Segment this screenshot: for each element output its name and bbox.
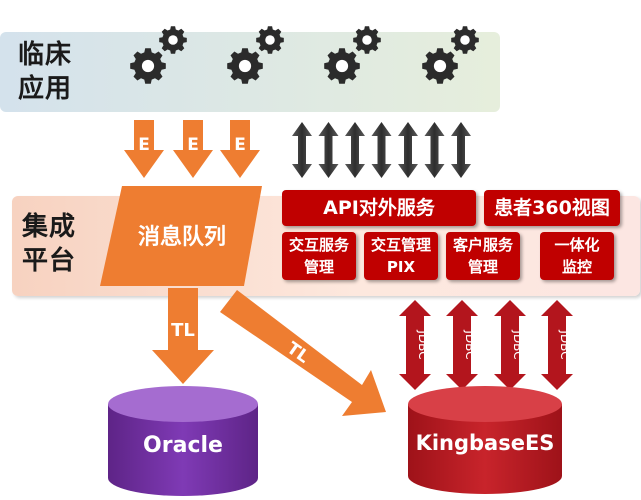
e-arrow-3: E <box>220 120 260 178</box>
message-queue: 消息队列 <box>100 186 262 286</box>
gear-icon <box>159 26 187 54</box>
jdbc-label: JDBC <box>558 329 572 359</box>
e-arrow-1: E <box>124 120 164 178</box>
oracle-database: Oracle <box>108 386 258 496</box>
kingbase-label: KingbaseES <box>416 431 555 455</box>
double-arrow-icon <box>345 122 365 178</box>
gear-icon <box>451 26 479 54</box>
e-arrow-label: E <box>138 135 150 155</box>
jdbc-double-arrow: JDBC <box>399 300 431 390</box>
api-service-box: API对外服务 <box>282 190 476 226</box>
double-arrow-icon <box>318 122 339 178</box>
api-double-arrow-group <box>292 122 471 178</box>
gear-icon <box>422 48 458 84</box>
tl-arrow-label: TL <box>171 320 195 341</box>
gear-icon <box>130 48 166 84</box>
service-box-customer-service: 客户服务 管理 <box>446 232 520 280</box>
database-icon <box>408 386 562 422</box>
jdbc-arrow-group: JDBC JDBC JDBC JDBC <box>399 300 573 390</box>
e-arrow-label: E <box>234 135 246 155</box>
double-arrow-icon <box>292 122 312 178</box>
jdbc-label: JDBC <box>511 329 525 359</box>
gear-cluster-group <box>130 26 479 84</box>
service-box-pix: 交互管理 PIX <box>364 232 438 280</box>
oracle-label: Oracle <box>143 433 223 458</box>
jdbc-double-arrow: JDBC <box>541 300 573 390</box>
jdbc-label: JDBC <box>416 329 430 359</box>
double-arrow-icon <box>451 122 471 178</box>
gear-icon <box>353 26 381 54</box>
clinical-layer-label: 临床 应用 <box>18 40 73 104</box>
service-box-interaction-mgmt: 交互服务 管理 <box>282 232 356 280</box>
patient-360-view-box: 患者360视图 <box>484 190 620 226</box>
jdbc-double-arrow: JDBC <box>446 300 478 390</box>
e-arrow-2: E <box>173 120 213 178</box>
e-arrow-label: E <box>187 135 199 155</box>
gear-icon <box>227 48 263 84</box>
gear-icon <box>324 48 360 84</box>
tl-arrow-oracle: TL <box>152 288 214 384</box>
double-arrow-icon <box>371 122 392 178</box>
jdbc-label: JDBC <box>463 329 477 359</box>
database-icon <box>108 386 258 422</box>
double-arrow-icon <box>398 122 418 178</box>
kingbase-database: KingbaseES <box>408 386 562 494</box>
service-box-monitoring: 一体化 监控 <box>540 232 614 280</box>
double-arrow-icon <box>424 122 445 178</box>
message-queue-label: 消息队列 <box>138 224 226 250</box>
jdbc-double-arrow: JDBC <box>494 300 526 390</box>
gear-icon <box>256 26 284 54</box>
integration-layer-label: 集成 平台 <box>22 212 77 276</box>
